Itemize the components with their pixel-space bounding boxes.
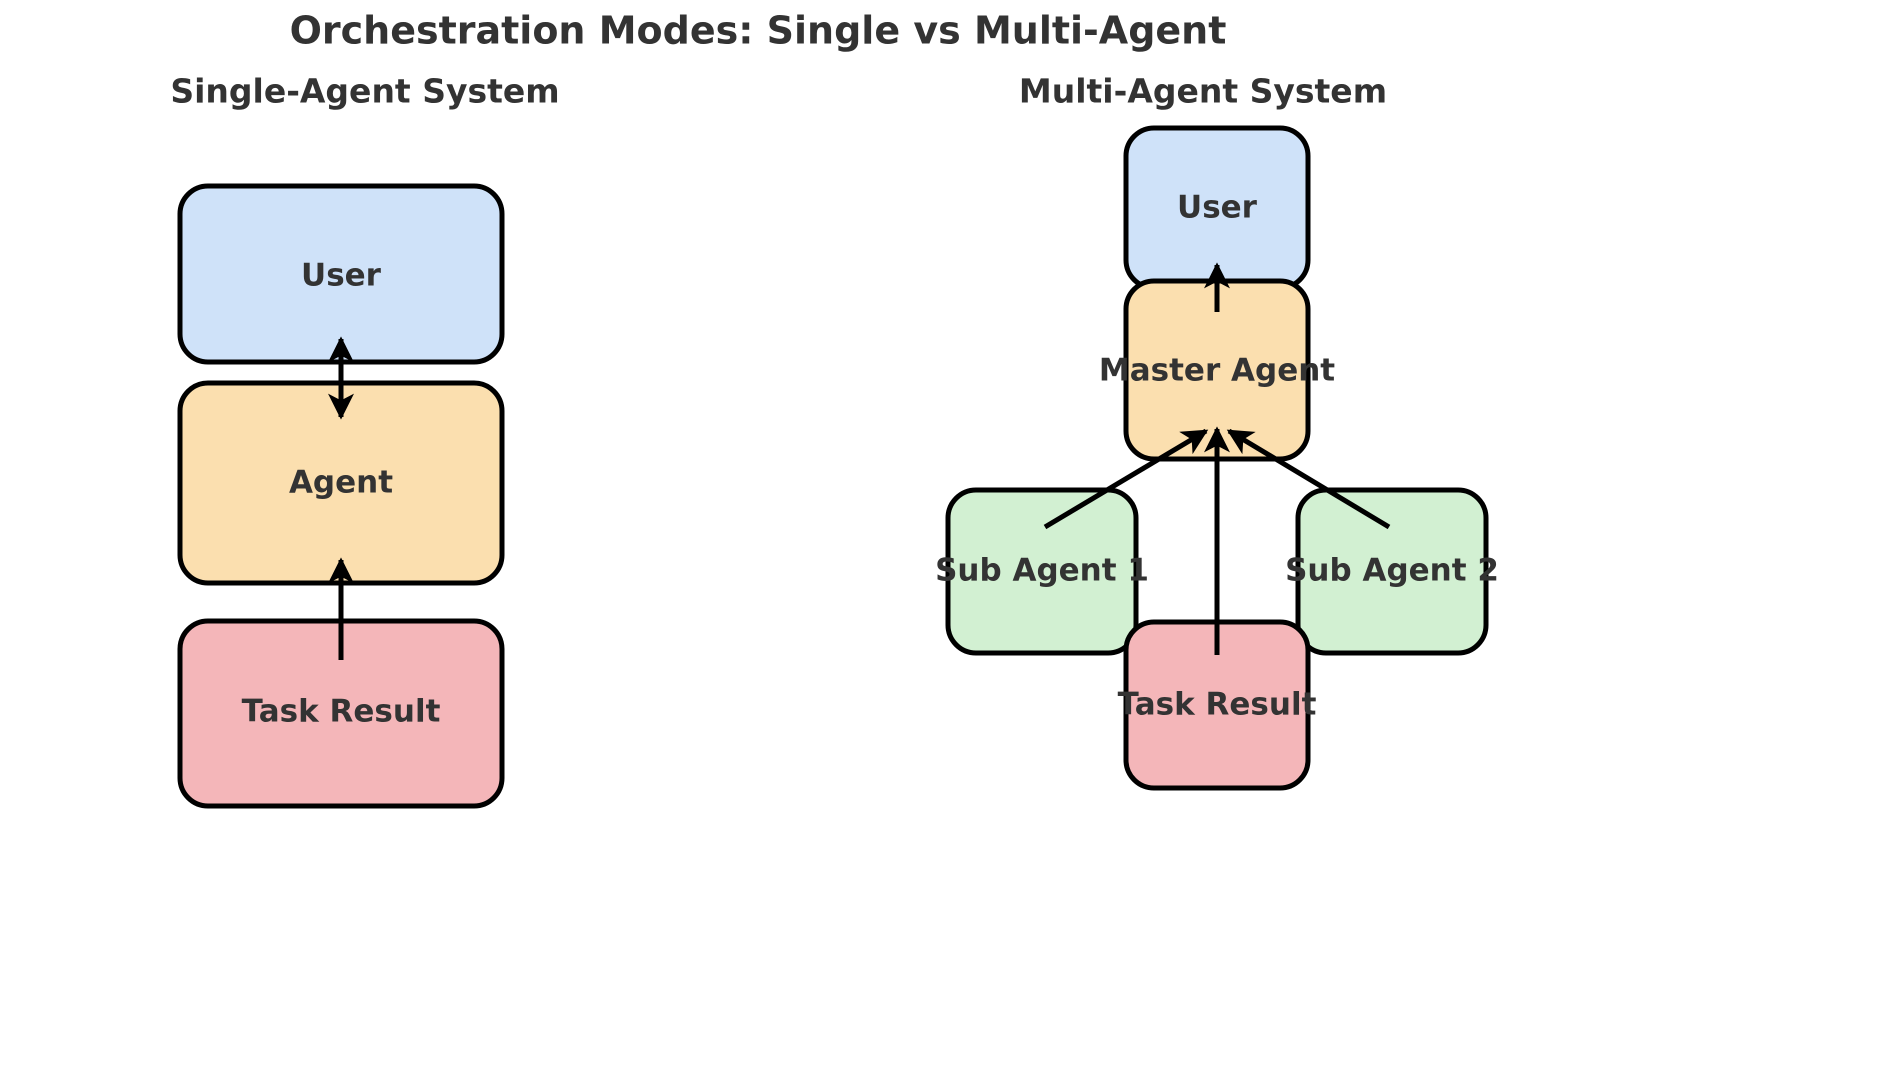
node-single-task-result-label: Task Result	[242, 694, 441, 730]
node-multi-sub-agent-2[interactable]: Sub Agent 2	[1285, 487, 1499, 656]
figure-title: Orchestration Modes: Single vs Multi-Age…	[290, 9, 1227, 53]
panel-subtitle-single-agent: Single-Agent System	[170, 72, 559, 111]
node-multi-user[interactable]: User	[1123, 125, 1311, 291]
node-multi-master-agent[interactable]: Master Agent	[1099, 278, 1335, 462]
node-single-task-result[interactable]: Task Result	[177, 618, 505, 809]
node-single-user-label: User	[301, 258, 382, 294]
node-multi-task-result[interactable]: Task Result	[1118, 619, 1317, 791]
panel-subtitle-multi-agent: Multi-Agent System	[1019, 72, 1387, 111]
node-multi-task-result-label: Task Result	[1118, 687, 1317, 723]
node-single-user[interactable]: User	[177, 183, 505, 365]
edge-multi-sub2-master	[1226, 428, 1391, 530]
panel-single-agent: User Agent Task Result	[177, 183, 505, 809]
node-multi-sub-agent-1[interactable]: Sub Agent 1	[935, 487, 1149, 656]
panel-multi-agent: Sub Agent 1 Sub Agent 2 Task Result User…	[935, 125, 1499, 791]
node-multi-sub-agent-1-shape	[945, 487, 1139, 656]
node-multi-sub-agent-2-label: Sub Agent 2	[1285, 553, 1499, 589]
node-multi-sub-agent-1-label: Sub Agent 1	[935, 553, 1149, 589]
node-multi-user-label: User	[1177, 190, 1258, 226]
node-multi-sub-agent-2-shape	[1295, 487, 1489, 656]
node-single-agent-label: Agent	[289, 465, 393, 501]
node-multi-master-agent-label: Master Agent	[1099, 353, 1335, 389]
edge-multi-sub1-master	[1043, 428, 1209, 530]
